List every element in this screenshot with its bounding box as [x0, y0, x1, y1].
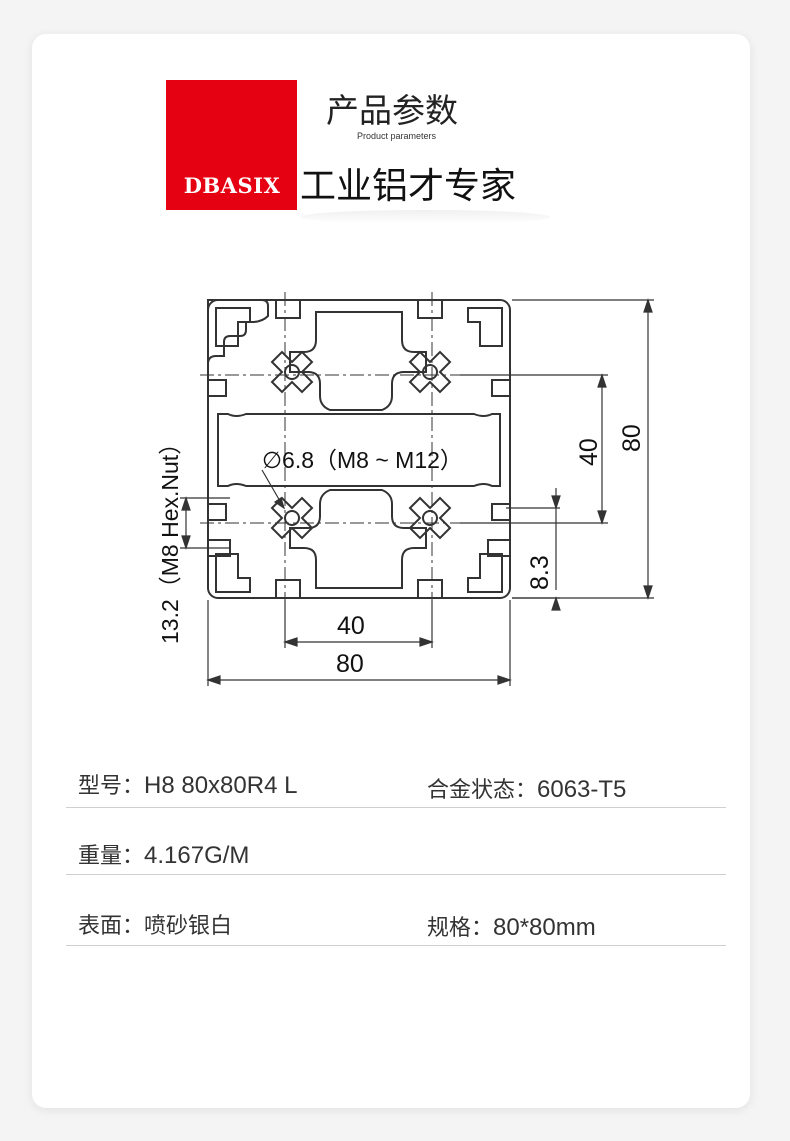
spec-alloy-value: 6063-T5	[537, 776, 627, 803]
spec-divider	[66, 807, 726, 808]
spec-size-label: 规格：	[427, 916, 494, 941]
spec-model-label: 型号：	[78, 774, 145, 799]
spec-alloy: 合金状态：6063-T5	[427, 772, 626, 804]
spec-surface-value: 喷砂银白	[144, 914, 233, 939]
slogan-shadow	[300, 210, 550, 224]
dimension-lines	[180, 298, 654, 686]
spec-surface-label: 表面：	[78, 914, 145, 939]
spec-model: 型号：H8 80x80R4 L	[78, 768, 297, 800]
product-card	[32, 34, 750, 1108]
profile-outline	[207, 299, 511, 599]
brand-logo	[166, 80, 297, 210]
dim-width-slot: 40	[337, 612, 365, 640]
spec-weight-label: 重量：	[78, 844, 145, 869]
dim-height-total: 80	[618, 424, 646, 452]
dim-slot-depth: 8.3	[526, 555, 554, 590]
brand-name: DBASIX	[183, 173, 281, 198]
dim-height-slot: 40	[575, 438, 603, 466]
dim-bore: ∅6.8（M8 ~ M12）	[262, 447, 463, 473]
spec-divider	[66, 945, 726, 946]
spec-size-value: 80*80mm	[493, 914, 596, 941]
spec-weight: 重量：4.167G/M	[78, 838, 249, 870]
spec-weight-value: 4.167G/M	[144, 842, 250, 869]
dim-width-total: 80	[336, 650, 364, 678]
spec-alloy-label: 合金状态：	[427, 778, 538, 803]
bore-bottom-right	[408, 496, 452, 540]
bore-top-right	[408, 350, 452, 394]
section-subtitle: Product parameters	[357, 131, 437, 141]
dim-nut: 13.2（M8 Hex.Nut）	[157, 432, 183, 644]
brand-slogan: 工业铝才专家	[300, 166, 517, 207]
center-lines	[200, 292, 520, 600]
spec-divider	[66, 874, 726, 875]
spec-size: 规格：80*80mm	[427, 910, 596, 942]
spec-surface: 表面：喷砂银白	[78, 908, 232, 940]
section-title: 产品参数	[326, 91, 458, 130]
spec-model-value: H8 80x80R4 L	[144, 772, 298, 799]
